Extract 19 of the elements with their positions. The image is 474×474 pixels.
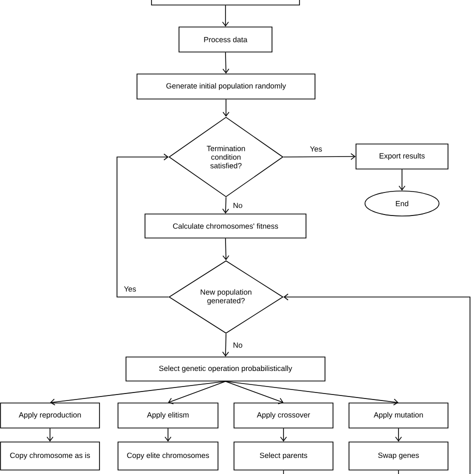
arrow — [222, 5, 229, 27]
arrow — [222, 196, 230, 214]
arrow — [222, 99, 230, 117]
arrow — [222, 238, 230, 260]
arrow — [225, 381, 398, 406]
arrow — [283, 153, 356, 160]
arrow — [116, 154, 169, 298]
arrow — [280, 428, 287, 442]
arrow — [222, 52, 230, 74]
arrow — [283, 294, 470, 474]
arrow — [398, 169, 406, 191]
arrow — [395, 428, 402, 442]
arrow — [50, 381, 226, 406]
arrow — [46, 428, 54, 442]
arrow — [168, 381, 226, 404]
arrow — [164, 428, 172, 442]
arrow — [225, 381, 284, 404]
arrow — [222, 333, 229, 357]
process-box — [151, 0, 300, 6]
